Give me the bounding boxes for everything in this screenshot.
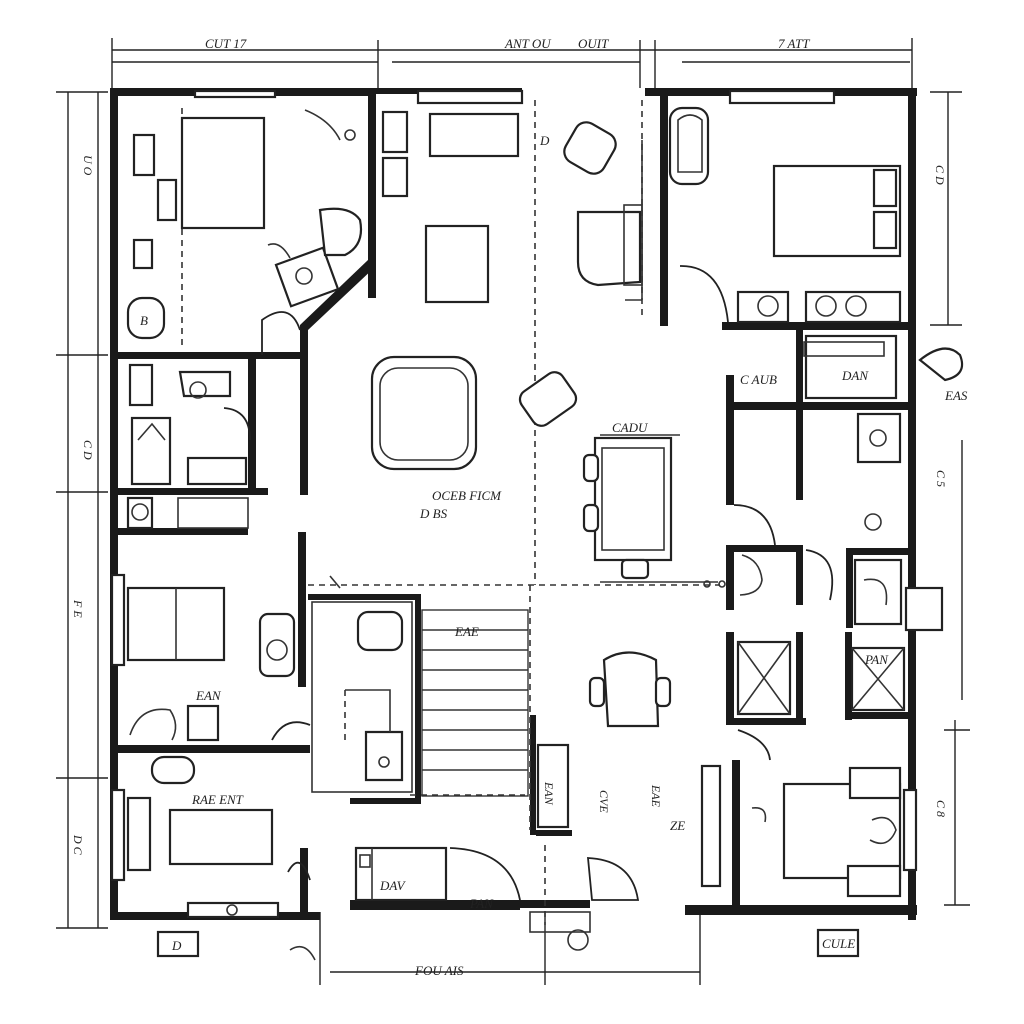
room-label-entry: PAN — [469, 896, 494, 911]
room-label-hall-c: EAE — [649, 784, 663, 808]
bedroom-left-middle — [110, 573, 311, 742]
dim-label-top-center: ANT OU — [504, 36, 552, 51]
round-table — [370, 355, 478, 471]
room-label-laundry: DAV — [379, 878, 407, 893]
dim-label-left-1: U O — [81, 155, 95, 176]
top-dimension-line — [111, 38, 913, 88]
staircase — [421, 609, 529, 797]
dim-label-right-1: C D — [933, 165, 947, 185]
entry-mark — [289, 945, 316, 961]
bathroom-left — [126, 363, 251, 530]
side-chair — [518, 371, 578, 427]
armchair — [563, 121, 617, 175]
dim-label-right-2: C 5 — [934, 470, 948, 487]
room-label-office: OCEB FICM — [432, 488, 502, 503]
tag-box-right — [816, 928, 860, 958]
room-label-bedroom: RAE ENT — [191, 792, 244, 807]
living-area: D — [370, 112, 643, 471]
closet-right — [803, 334, 898, 400]
dim-label-top-center-b: OUIT — [578, 36, 609, 51]
tag-left: D — [171, 938, 182, 953]
tag-right: CULE — [822, 936, 855, 951]
right-dimension-line — [930, 91, 970, 906]
interior-walls — [118, 94, 912, 910]
bed — [168, 808, 274, 866]
dining-area — [582, 434, 680, 580]
dim-label-top-left: CUT 17 — [205, 36, 247, 51]
bathtub — [668, 106, 710, 186]
room-label-hall-a: EAN — [542, 781, 556, 806]
room-label-closet: C AUB — [740, 372, 777, 387]
left-dimension-line — [56, 91, 108, 929]
dim-label-left-4: D C — [71, 834, 85, 856]
tag-box-left — [156, 930, 200, 958]
left-dimension-labels: U O C D F E D C — [71, 155, 95, 856]
windows — [193, 89, 836, 105]
dim-label-top-right: 7 ATT — [778, 36, 810, 51]
room-label-bath-right: PAN — [864, 652, 889, 667]
hall-chair — [588, 651, 672, 728]
dining-table — [593, 436, 673, 562]
bed — [782, 782, 902, 880]
room-label-hall-b: CVE — [597, 790, 611, 813]
bedroom-bottom-left — [110, 755, 311, 919]
bedroom-top-right — [668, 106, 902, 324]
dim-label-right-3: C 8 — [934, 800, 948, 817]
bathroom-right — [736, 549, 944, 761]
room-tag-b: B — [140, 313, 148, 328]
room-label-right-side: EAS — [944, 388, 968, 403]
tag-small: D — [539, 133, 550, 148]
room-label-closet-b: DAN — [841, 368, 869, 383]
dim-label-bottom: FOU AIS — [414, 963, 464, 978]
kitchen-unit — [311, 601, 413, 793]
dim-label-left-2: C D — [81, 440, 95, 460]
room-label-office-sub: D BS — [419, 506, 448, 521]
right-sink — [856, 412, 902, 464]
sofa — [428, 112, 520, 158]
bedroom-top-left: B — [126, 109, 409, 355]
room-label-bath-small: EAN — [195, 688, 222, 703]
room-label-right-mid: ZE — [670, 818, 685, 833]
right-wall-fixture — [918, 347, 964, 382]
dim-label-left-3: F E — [71, 599, 85, 618]
annotation-marks — [329, 140, 726, 589]
laundry-area — [354, 743, 722, 951]
bedroom-bottom-right — [751, 766, 918, 898]
ottoman — [424, 224, 490, 304]
room-label-stairs: EAE — [454, 624, 479, 639]
bed — [180, 116, 266, 230]
lounge-chair — [576, 210, 642, 287]
room-label-dining: CADU — [612, 420, 649, 435]
bottom-dimension-line — [319, 912, 701, 985]
